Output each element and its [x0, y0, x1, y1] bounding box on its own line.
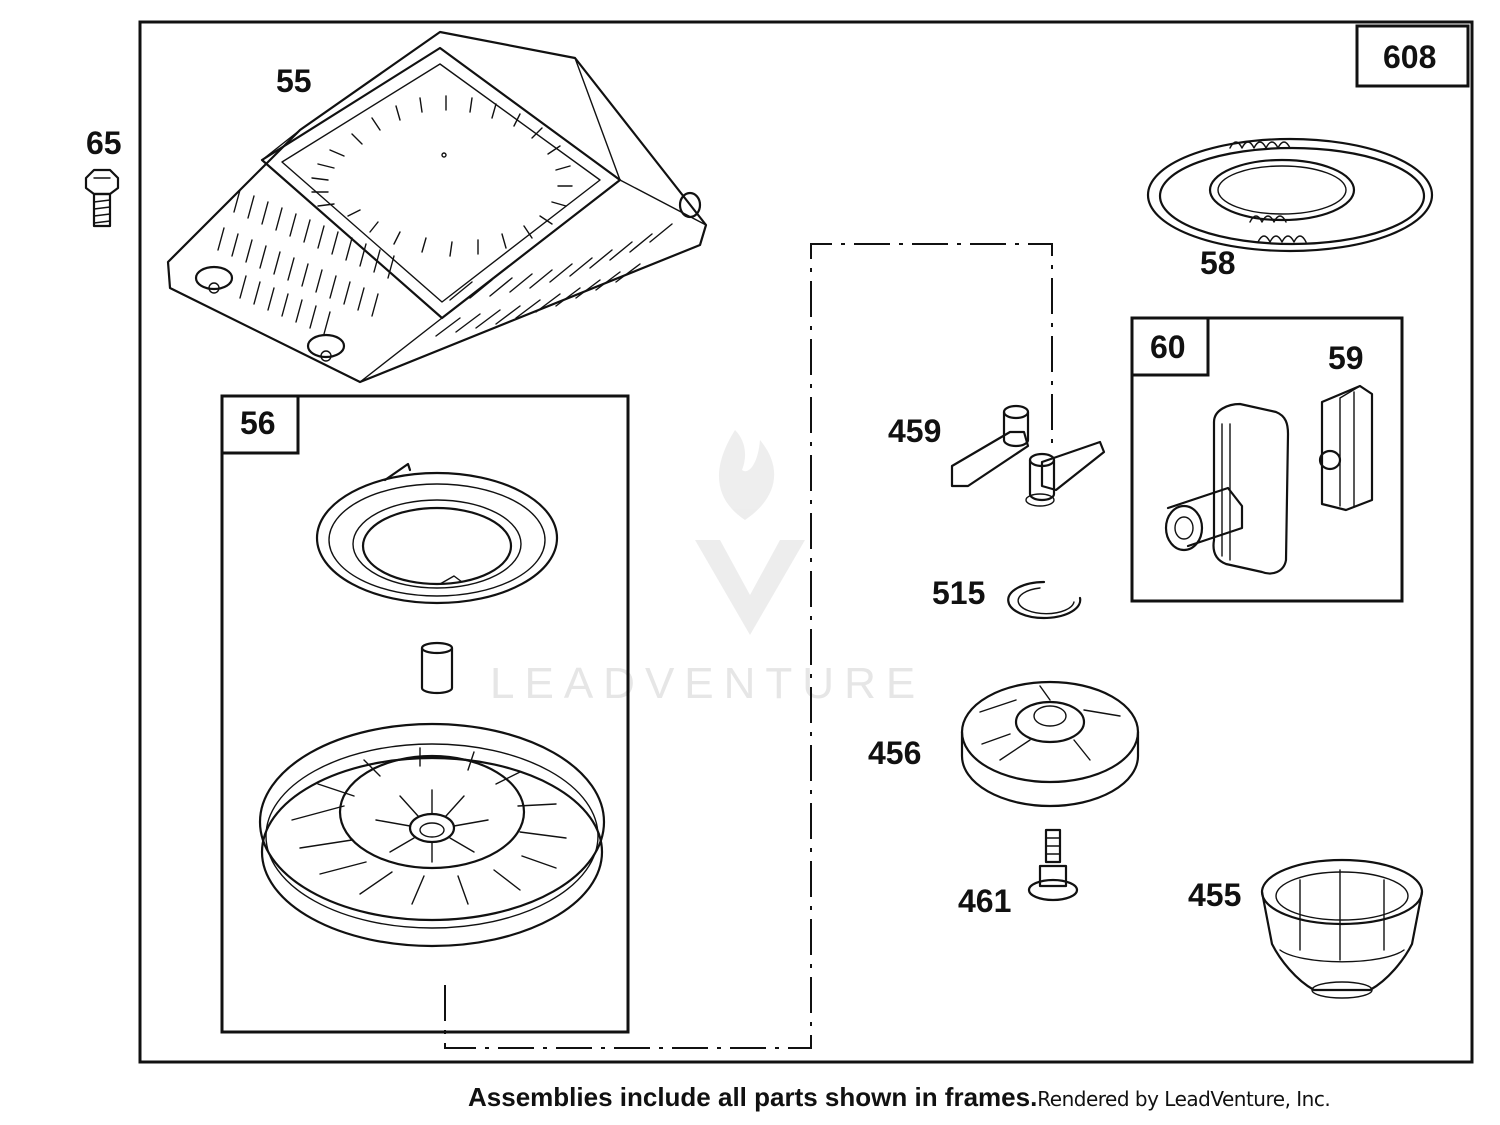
- watermark-text: LEADVENTURE: [490, 659, 925, 708]
- label-box-60: [1130, 316, 1210, 377]
- recoil-spring-drawing: [315, 462, 559, 605]
- housing-vents: [217, 95, 673, 337]
- callout-65: 65: [86, 125, 122, 161]
- handle-60-drawing: [1164, 402, 1290, 575]
- label-box-56: [220, 394, 300, 455]
- callout-515: 515: [932, 575, 985, 611]
- pawl-459-drawing: [950, 404, 1106, 507]
- bolt-65-drawing: [84, 168, 120, 228]
- frame-60: [1130, 316, 1404, 603]
- pin-drawing: [420, 641, 454, 695]
- footer: Assemblies include all parts shown in fr…: [468, 1082, 1478, 1113]
- assembly-number: 608: [1383, 39, 1436, 75]
- callout-60: 60: [1150, 329, 1186, 365]
- pulley-drawing: [258, 722, 606, 948]
- callout-59: 59: [1328, 340, 1364, 376]
- connector-line: [444, 243, 1053, 1049]
- watermark-logo: [695, 430, 805, 635]
- callout-455: 455: [1188, 877, 1241, 913]
- callout-461: 461: [958, 883, 1011, 919]
- callout-55: 55: [276, 63, 312, 99]
- retainer-515-drawing: [1007, 580, 1082, 620]
- housing-55-drawing: [166, 30, 708, 384]
- handle-59-drawing: [1318, 384, 1374, 512]
- rope-58-drawing: [1146, 137, 1434, 253]
- callout-56: 56: [240, 405, 276, 441]
- callout-456: 456: [868, 735, 921, 771]
- assembly-frame: [138, 20, 1474, 1064]
- render-credit: Rendered by LeadVenture, Inc.: [1037, 1087, 1331, 1111]
- ratchet-456-drawing: [960, 680, 1140, 808]
- callout-459: 459: [888, 413, 941, 449]
- callout-58: 58: [1200, 245, 1236, 281]
- assemblies-note: Assemblies include all parts shown in fr…: [468, 1082, 1038, 1112]
- assembly-number-box: [1355, 24, 1470, 88]
- frame-56: [220, 394, 630, 1034]
- screw-461-drawing: [1027, 828, 1079, 902]
- cup-455-drawing: [1260, 858, 1424, 999]
